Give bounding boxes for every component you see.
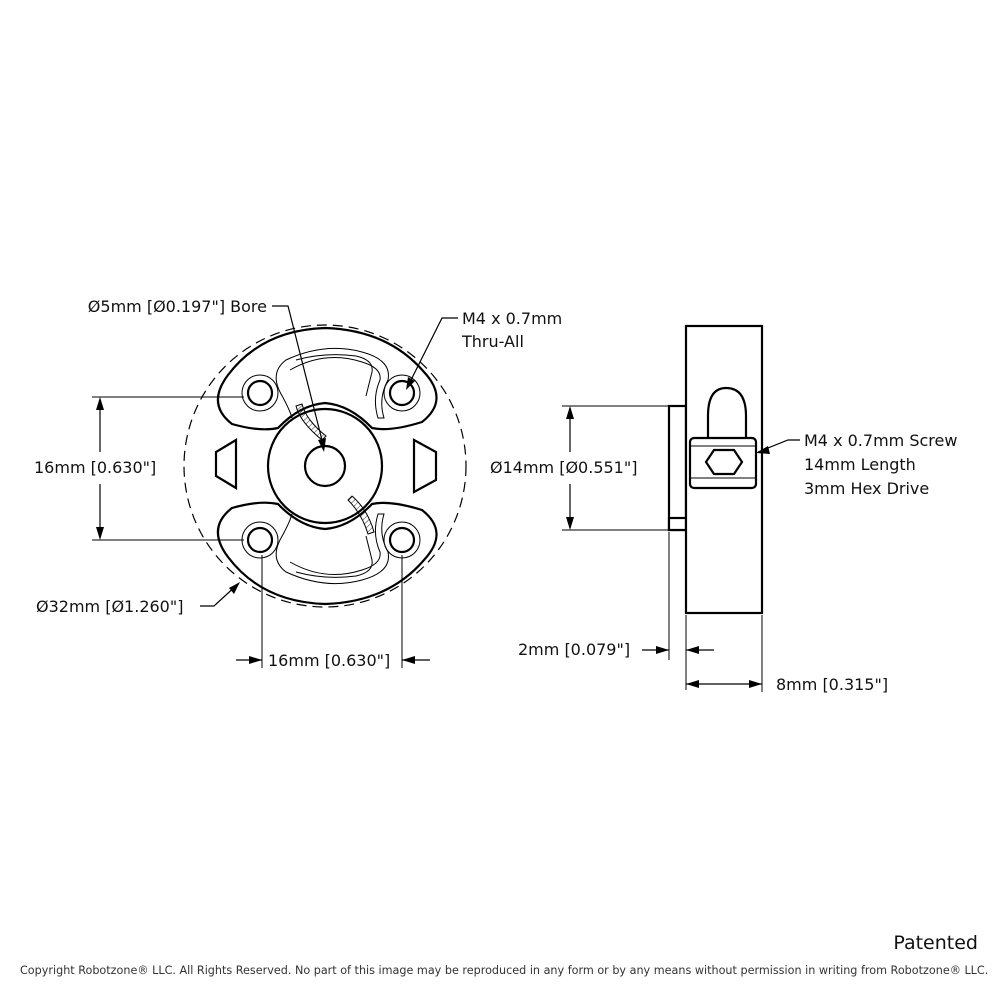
left-tab xyxy=(214,438,238,490)
patented-label: Patented xyxy=(893,932,978,954)
right-tab xyxy=(412,438,438,494)
front-view xyxy=(92,305,467,668)
bore-circle xyxy=(303,444,347,488)
hub-diameter-label: Ø14mm [Ø0.551"] xyxy=(490,458,637,477)
bore-label: Ø5mm [Ø0.197"] Bore xyxy=(88,297,267,316)
thru-label-line1: M4 x 0.7mm xyxy=(462,309,562,328)
vertical-spacing-label: 16mm [0.630"] xyxy=(34,458,156,477)
screw-hole-top-left xyxy=(241,374,279,412)
side-view xyxy=(562,324,800,692)
horizontal-spacing-dimension xyxy=(236,555,430,668)
screw-hole-top-right xyxy=(383,374,421,412)
hidden-outer-diameter-circle xyxy=(183,324,467,608)
thru-label-line2: Thru-All xyxy=(461,332,524,351)
side-hub xyxy=(667,404,688,532)
hub-diameter-dimension xyxy=(562,405,668,531)
horizontal-spacing-label: 16mm [0.630"] xyxy=(268,651,390,670)
hub-thickness-dimension xyxy=(642,532,714,690)
body-thickness-dimension xyxy=(686,615,763,692)
upper-slot-outline xyxy=(275,347,389,419)
screw-label-line1: M4 x 0.7mm Screw xyxy=(804,431,957,450)
screw-slot xyxy=(706,386,748,438)
vertical-spacing-dimension xyxy=(92,396,244,541)
hex-drive-icon xyxy=(704,448,744,476)
screw-head xyxy=(688,436,758,490)
lower-slot-outline-2 xyxy=(295,535,373,578)
hub-thickness-label: 2mm [0.079"] xyxy=(518,640,630,659)
screw-label-line2: 14mm Length xyxy=(804,455,916,474)
thru-leader xyxy=(407,317,458,387)
screw-label-line3: 3mm Hex Drive xyxy=(804,479,929,498)
upper-slot-outline-2 xyxy=(295,354,373,397)
copyright-notice: Copyright Robotzone® LLC. All Rights Res… xyxy=(20,964,989,977)
split-slit-lower xyxy=(347,495,375,535)
outer-diameter-leader xyxy=(200,583,239,607)
screw-hole-bottom-right xyxy=(383,521,421,559)
split-slit-upper xyxy=(295,403,327,441)
screw-hole-bottom-left xyxy=(241,521,279,559)
outer-diameter-label: Ø32mm [Ø1.260"] xyxy=(36,597,183,616)
body-thickness-label: 8mm [0.315"] xyxy=(776,675,888,694)
bore-leader xyxy=(272,305,325,449)
